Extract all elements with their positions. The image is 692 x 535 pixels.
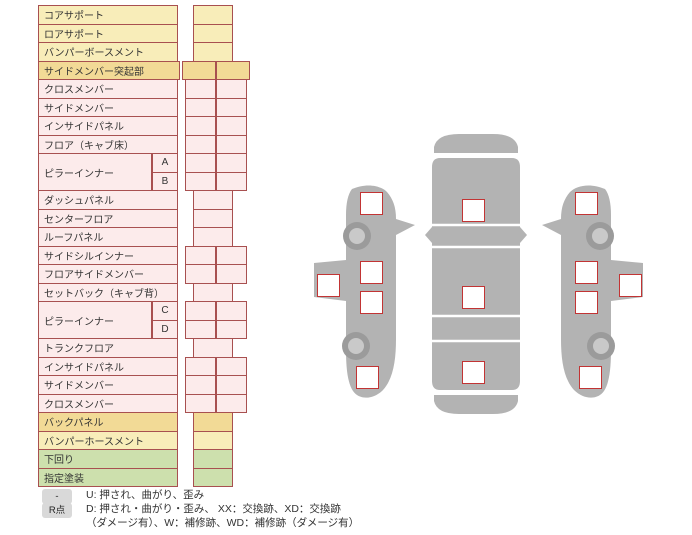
- legend-line: - U: 押され、曲がり、歪み: [42, 489, 204, 504]
- part-label: 指定塗装: [38, 467, 178, 487]
- damage-marker-left-rear-fender[interactable]: [356, 366, 379, 389]
- damage-marker-right-rear-door[interactable]: [575, 291, 598, 314]
- damage-marker-left-front-fender[interactable]: [360, 192, 383, 215]
- pillar-section-label: A: [152, 153, 178, 173]
- legend-badge: R点: [42, 503, 72, 518]
- legend-text: D: 押され・曲がり・歪み、 XX：交換跡、XD：交換跡: [86, 503, 341, 515]
- damage-marker-right-front-fender[interactable]: [575, 192, 598, 215]
- damage-marker-left-rocker[interactable]: [317, 274, 340, 297]
- damage-marker-right-front-door[interactable]: [575, 261, 598, 284]
- damage-marker-top-rear[interactable]: [462, 361, 485, 384]
- legend-line: -（ダメージ有）、W：補修跡、WD：補修跡（ダメージ有）: [42, 517, 359, 532]
- part-label: ピラーインナー: [38, 301, 152, 339]
- damage-cell[interactable]: [193, 467, 233, 487]
- left-mirror-icon: [425, 227, 432, 243]
- parts-table: コアサポートロアサポートバンパーボースメントサイドメンバー突起部クロスメンバーサ…: [38, 5, 258, 489]
- part-label: ピラーインナー: [38, 153, 152, 191]
- damage-marker-top-center[interactable]: [462, 286, 485, 309]
- damage-marker-left-front-door[interactable]: [360, 261, 383, 284]
- legend-text: （ダメージ有）、W：補修跡、WD：補修跡（ダメージ有）: [86, 517, 360, 529]
- damage-marker-left-rear-door[interactable]: [360, 291, 383, 314]
- legend-badge: -: [42, 489, 72, 504]
- damage-marker-top-front[interactable]: [462, 199, 485, 222]
- right-mirror-icon: [520, 227, 527, 243]
- damage-marker-right-rocker[interactable]: [619, 274, 642, 297]
- legend-line: R点 D: 押され・曲がり・歪み、 XX：交換跡、XD：交換跡: [42, 503, 341, 518]
- damage-marker-right-rear-fender[interactable]: [579, 366, 602, 389]
- car-top-view-icon: [425, 134, 527, 414]
- legend-text: U: 押され、曲がり、歪み: [86, 489, 205, 501]
